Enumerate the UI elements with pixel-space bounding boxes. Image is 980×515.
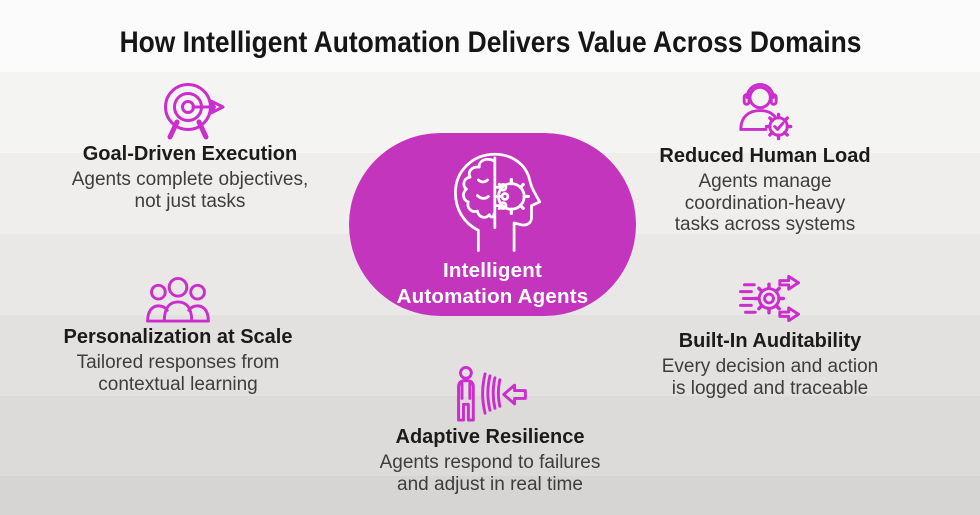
item-title: Adaptive Resilience bbox=[395, 426, 585, 448]
item-line: and adjust in real time bbox=[397, 473, 583, 495]
item-line: Agents manage bbox=[698, 171, 832, 192]
item-goal-driven-execution: Goal-Driven Execution Agents complete ob… bbox=[60, 82, 320, 212]
support-agent-gear-check-icon bbox=[739, 82, 793, 141]
people-group-icon bbox=[146, 276, 210, 323]
person-waves-arrow-icon bbox=[457, 366, 527, 422]
center-label: Intelligent Automation Agents bbox=[349, 258, 636, 310]
item-title: Reduced Human Load bbox=[659, 145, 871, 167]
item-title: Goal-Driven Execution bbox=[82, 143, 298, 165]
center-node: Intelligent Automation Agents bbox=[349, 133, 636, 316]
page-title: How Intelligent Automation Delivers Valu… bbox=[0, 26, 980, 60]
item-title: Personalization at Scale bbox=[63, 326, 293, 348]
item-line: is logged and traceable bbox=[671, 377, 869, 399]
item-line: Tailored responses from bbox=[76, 352, 280, 373]
item-line: Every decision and action bbox=[661, 356, 879, 377]
target-arrow-icon bbox=[164, 83, 225, 140]
item-line: Agents respond to failures bbox=[379, 452, 601, 473]
center-label-line2: Automation Agents bbox=[396, 285, 589, 308]
gear-speed-arrows-icon bbox=[739, 274, 800, 323]
item-line: contextual learning bbox=[98, 373, 258, 395]
item-title: Built-In Auditability bbox=[678, 330, 862, 352]
item-reduced-human-load: Reduced Human Load Agents manage coordin… bbox=[635, 82, 895, 236]
item-line: not just tasks bbox=[134, 190, 246, 212]
item-line: Agents complete objectives, bbox=[71, 169, 309, 190]
head-brain-gear-icon bbox=[453, 152, 541, 252]
item-adaptive-resilience: Adaptive Resilience Agents respond to fa… bbox=[360, 366, 620, 495]
item-line: coordination-heavy bbox=[684, 192, 846, 214]
item-personalization-at-scale: Personalization at Scale Tailored respon… bbox=[52, 276, 304, 395]
page-title-text: How Intelligent Automation Delivers Valu… bbox=[119, 26, 861, 59]
item-line: tasks across systems bbox=[674, 214, 856, 235]
item-built-in-auditability: Built-In Auditability Every decision and… bbox=[645, 270, 895, 399]
center-label-line1: Intelligent bbox=[442, 259, 542, 282]
